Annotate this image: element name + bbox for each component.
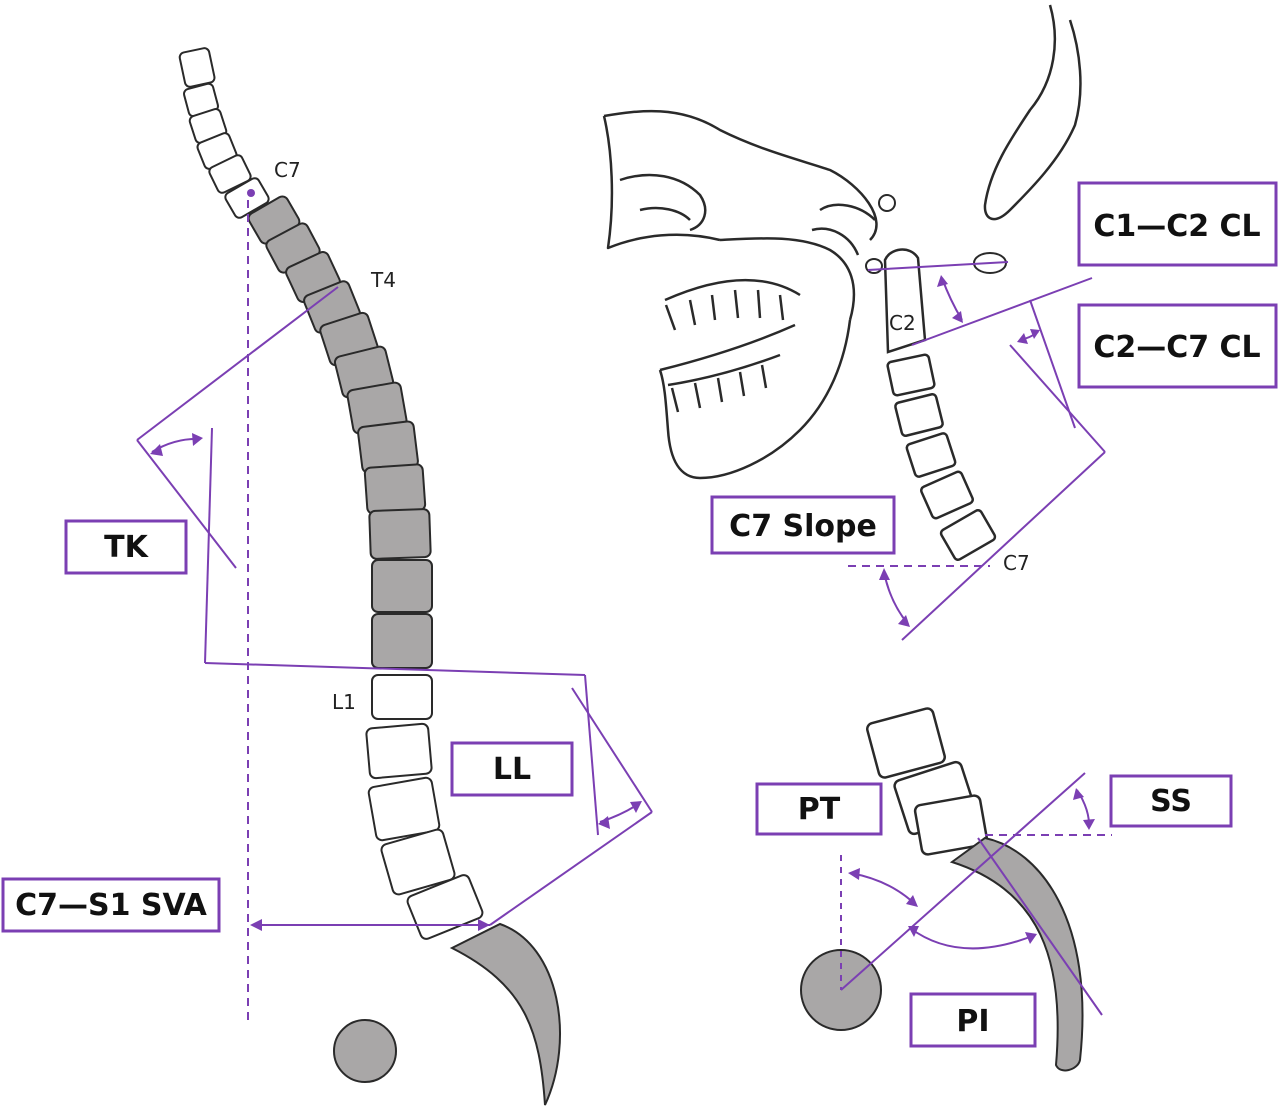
thoracic-vertebrae (247, 195, 433, 669)
ss-box: SS (1109, 774, 1233, 828)
cervical-vertebrae-neck (883, 248, 997, 562)
pi-box: PI (909, 992, 1037, 1048)
full-spine-arrowheads (150, 433, 642, 931)
c7-label: C7 (274, 158, 301, 182)
pt-box: PT (755, 782, 883, 836)
c2-label: C2 (889, 311, 916, 335)
ss-label: SS (1150, 784, 1192, 819)
sva-box: C7—S1 SVA (1, 877, 221, 933)
l1-label: L1 (332, 690, 356, 714)
c7slope-box: C7 Slope (710, 495, 896, 555)
tk-box: TK (64, 519, 188, 575)
c1c2-label: C1—C2 CL (1093, 209, 1260, 244)
pelvic-panel: PT SS PI (755, 707, 1233, 1072)
lumbar-vertebrae (365, 674, 484, 940)
c1c2-box: C1—C2 CL (1077, 181, 1278, 267)
c7slope-label: C7 Slope (729, 509, 877, 544)
sva-label: C7—S1 SVA (15, 888, 208, 923)
pi-label: PI (956, 1004, 989, 1039)
skull-outline (602, 4, 1082, 480)
lumbar-vertebrae-pelvis (866, 707, 989, 856)
cervical-arrowheads (879, 275, 1040, 627)
sacrum-pelvis (949, 836, 1084, 1072)
c2c7-label: C2—C7 CL (1093, 330, 1260, 365)
ll-box: LL (450, 741, 574, 797)
styloid-point (878, 194, 896, 212)
full-spine-measure-lines (136, 200, 653, 1020)
pt-label: PT (798, 792, 841, 827)
femoral-head (333, 1019, 397, 1083)
ll-label: LL (493, 752, 531, 787)
full-spine-panel: C7 T4 L1 TK LL C7—S1 SVA (1, 47, 653, 1106)
t4-label: T4 (370, 268, 396, 292)
c2-vertebra (883, 248, 927, 354)
sacrum (449, 922, 561, 1106)
pelvic-arrowheads (848, 788, 1095, 944)
cervical-panel: C2 C7 C1—C2 CL C2—C7 CL C7 Slope (602, 4, 1278, 641)
c7-neck-label: C7 (1003, 551, 1030, 575)
tk-label: TK (104, 530, 149, 565)
cervical-vertebrae (178, 47, 270, 219)
c2c7-box: C2—C7 CL (1077, 303, 1278, 389)
c7-point (247, 189, 255, 197)
